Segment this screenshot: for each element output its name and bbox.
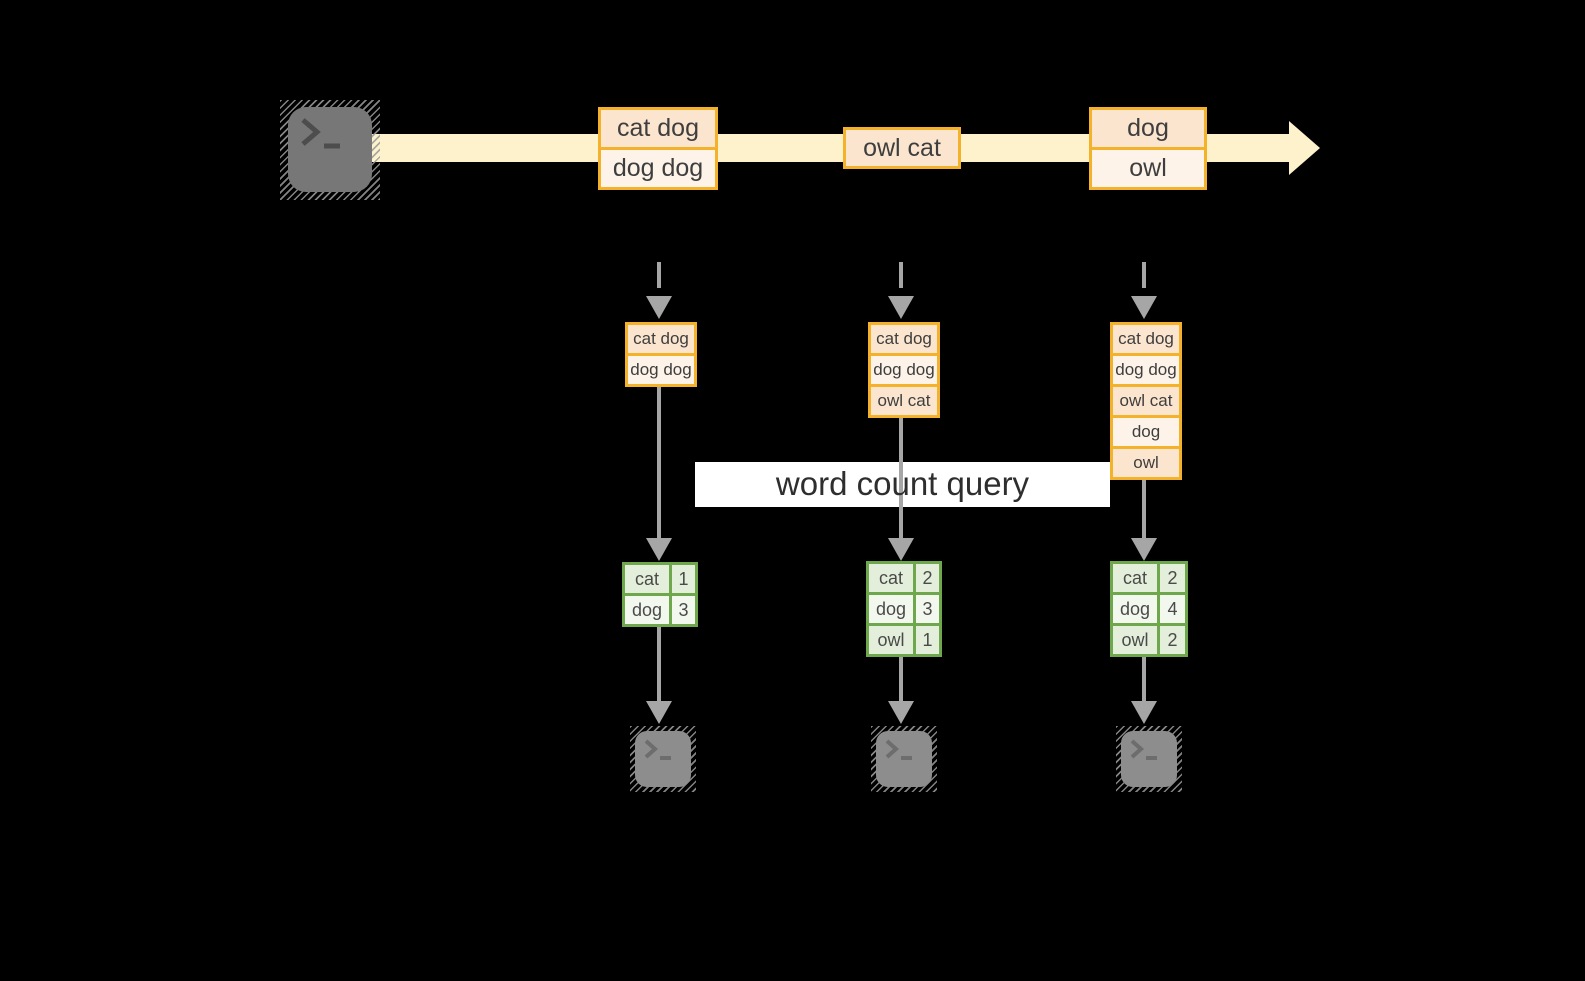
stream-record: dog (1092, 110, 1204, 147)
count-cell: 2 (1167, 629, 1178, 650)
stream-record: owl cat (846, 130, 958, 166)
state-record: owl cat (871, 384, 937, 415)
query-arrow-line (899, 418, 903, 539)
count-cell: 2 (1167, 567, 1178, 588)
state-record: dog dog (628, 353, 694, 384)
source-terminal (280, 100, 380, 200)
stream-record-group-3: dog owl (1089, 107, 1207, 190)
state-record: cat dog (871, 325, 937, 353)
word-cell: cat (625, 565, 672, 593)
count-cell: 3 (922, 598, 933, 619)
word-cell: owl (869, 626, 916, 654)
table-row: dog 3 (869, 592, 939, 623)
query-arrow-line (1142, 480, 1146, 539)
word-cell: cat (1113, 564, 1160, 592)
state-record: owl (1113, 446, 1179, 477)
terminal-prompt-icon (885, 739, 912, 760)
count-cell: 1 (678, 568, 689, 589)
sink-arrow-head-icon (1131, 701, 1157, 724)
query-arrow-line (657, 387, 661, 539)
terminal-prompt-icon (644, 739, 671, 760)
count-cell: 3 (678, 599, 689, 620)
state-record: cat dog (1113, 325, 1179, 353)
query-arrow-head-icon (1131, 538, 1157, 561)
word-cell: dog (1113, 595, 1160, 623)
sink-arrow-line (657, 627, 661, 703)
dashed-arrow-head-icon (888, 296, 914, 319)
count-table-1: cat 1 dog 3 (622, 562, 698, 627)
stream-record-group-1: cat dog dog dog (598, 107, 718, 190)
dashed-arrow-head-icon (1131, 296, 1157, 319)
state-records-box-2: cat dog dog dog owl cat (868, 322, 940, 418)
table-row: owl 1 (869, 623, 939, 654)
table-row: dog 4 (1113, 592, 1185, 623)
stream-record-group-2: owl cat (843, 127, 961, 169)
sink-terminal-3 (1116, 726, 1182, 792)
query-arrow-head-icon (646, 538, 672, 561)
dashed-arrow-head-icon (646, 296, 672, 319)
word-cell: owl (1113, 626, 1160, 654)
dashed-arrow-line (1142, 262, 1146, 288)
table-row: owl 2 (1113, 623, 1185, 654)
word-cell: dog (625, 596, 672, 624)
sink-terminal-1 (630, 726, 696, 792)
state-record: cat dog (628, 325, 694, 353)
count-cell: 2 (922, 567, 933, 588)
sink-arrow-head-icon (646, 701, 672, 724)
state-record: dog (1113, 415, 1179, 446)
terminal-icon (876, 731, 932, 787)
sink-terminal-2 (871, 726, 937, 792)
table-row: cat 1 (625, 565, 695, 593)
word-cell: cat (869, 564, 916, 592)
query-arrow-head-icon (888, 538, 914, 561)
stream-record: dog dog (601, 147, 715, 187)
table-row: cat 2 (1113, 564, 1185, 592)
terminal-prompt-icon (1130, 739, 1157, 760)
sink-arrow-line (899, 657, 903, 703)
word-cell: dog (869, 595, 916, 623)
table-row: dog 3 (625, 593, 695, 624)
query-label: word count query (775, 464, 1030, 502)
terminal-icon (1121, 731, 1177, 787)
sink-arrow-line (1142, 657, 1146, 703)
count-table-3: cat 2 dog 4 owl 2 (1110, 561, 1188, 657)
stream-record: owl (1092, 147, 1204, 187)
stream-timeline-arrowhead-icon (1289, 121, 1320, 175)
dashed-arrow-line (899, 262, 903, 288)
state-records-box-1: cat dog dog dog (625, 322, 697, 387)
count-table-2: cat 2 dog 3 owl 1 (866, 561, 942, 657)
state-record: owl cat (1113, 384, 1179, 415)
table-row: cat 2 (869, 564, 939, 592)
terminal-prompt-icon (301, 118, 340, 149)
state-records-box-3: cat dog dog dog owl cat dog owl (1110, 322, 1182, 480)
sink-arrow-head-icon (888, 701, 914, 724)
state-record: dog dog (1113, 353, 1179, 384)
state-record: dog dog (871, 353, 937, 384)
terminal-icon (635, 731, 691, 787)
count-cell: 4 (1167, 598, 1178, 619)
stream-record: cat dog (601, 110, 715, 147)
dashed-arrow-line (657, 262, 661, 288)
terminal-icon (288, 107, 372, 192)
count-cell: 1 (922, 629, 933, 650)
